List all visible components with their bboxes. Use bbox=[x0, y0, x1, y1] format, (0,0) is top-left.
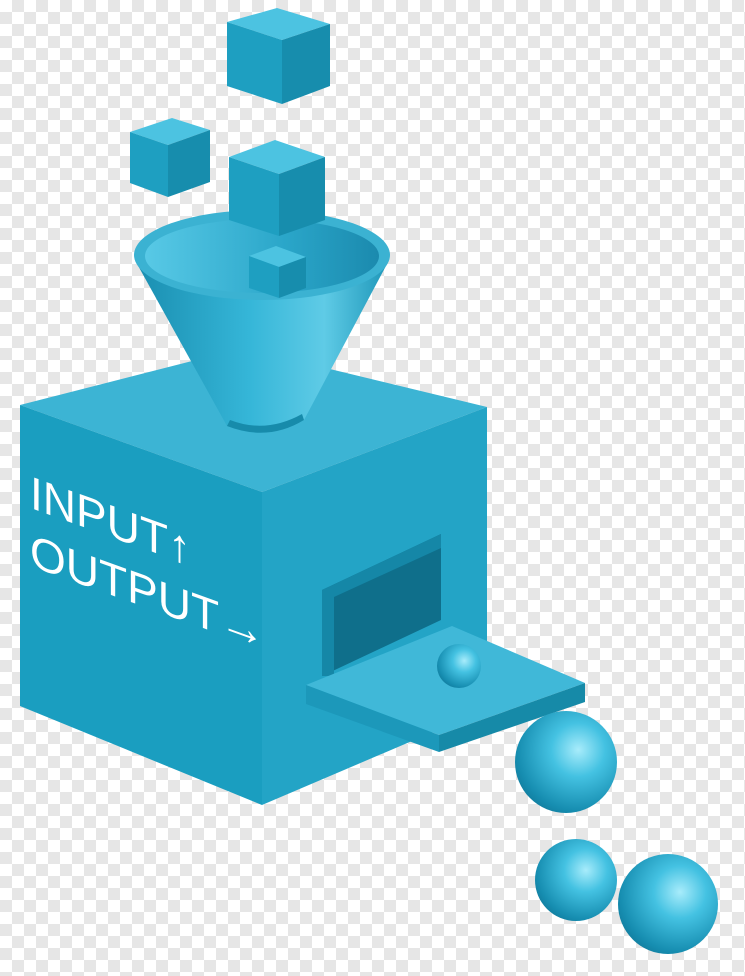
sphere-bottom-right bbox=[618, 854, 718, 954]
sphere-bottom-left bbox=[535, 839, 617, 921]
cube-top bbox=[227, 8, 330, 104]
sphere-on-tray bbox=[437, 644, 481, 688]
cube-middle bbox=[229, 140, 325, 236]
sphere-falling bbox=[515, 711, 617, 813]
cube-left bbox=[130, 118, 210, 197]
